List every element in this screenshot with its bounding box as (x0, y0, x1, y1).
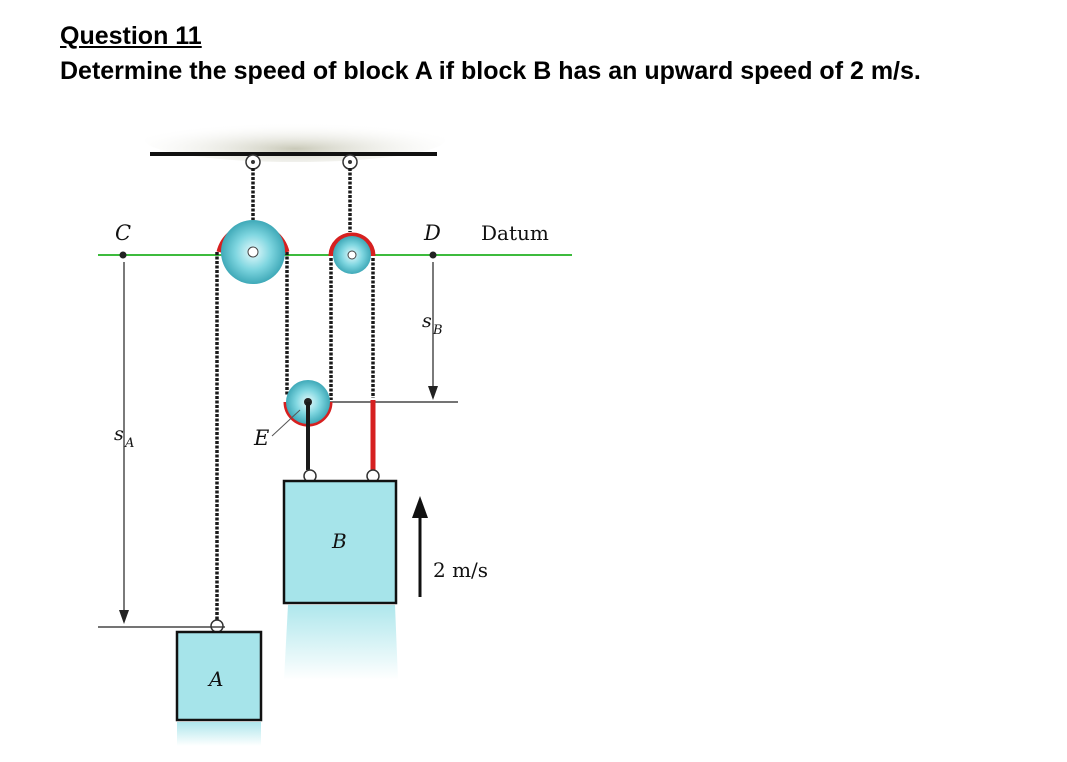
label-block-b: B (331, 529, 347, 553)
question-title: Question 11 (60, 22, 202, 50)
pulley-e-strap (271, 402, 310, 470)
label-sb-sub: B (432, 323, 443, 338)
label-sb: s B (422, 310, 443, 338)
dimension-arrow-sb (428, 262, 438, 400)
point-d-marker (429, 251, 437, 259)
velocity-arrow (412, 496, 428, 597)
label-d: D (423, 221, 441, 245)
block-b (282, 469, 398, 680)
label-e: E (253, 426, 269, 450)
label-sa-main: s (114, 423, 124, 445)
label-block-a: A (207, 667, 223, 691)
label-datum: Datum (481, 221, 549, 245)
label-velocity: 2 m/s (433, 558, 488, 582)
ceiling-hanger-left (245, 154, 261, 170)
ceiling-hanger-right (342, 154, 358, 170)
label-sb-main: s (422, 310, 432, 332)
dimension-arrow-sa (119, 262, 129, 624)
label-c: C (115, 221, 131, 245)
ceiling (145, 118, 445, 162)
cords (215, 168, 375, 620)
label-sa-sub: A (124, 436, 134, 451)
pulley-upper-right (333, 236, 371, 274)
block-a (175, 619, 263, 746)
pulley-upper-left (221, 220, 285, 284)
question-text: Determine the speed of block A if block … (60, 57, 921, 85)
point-c-marker (119, 251, 127, 259)
label-sa: s A (114, 423, 134, 451)
